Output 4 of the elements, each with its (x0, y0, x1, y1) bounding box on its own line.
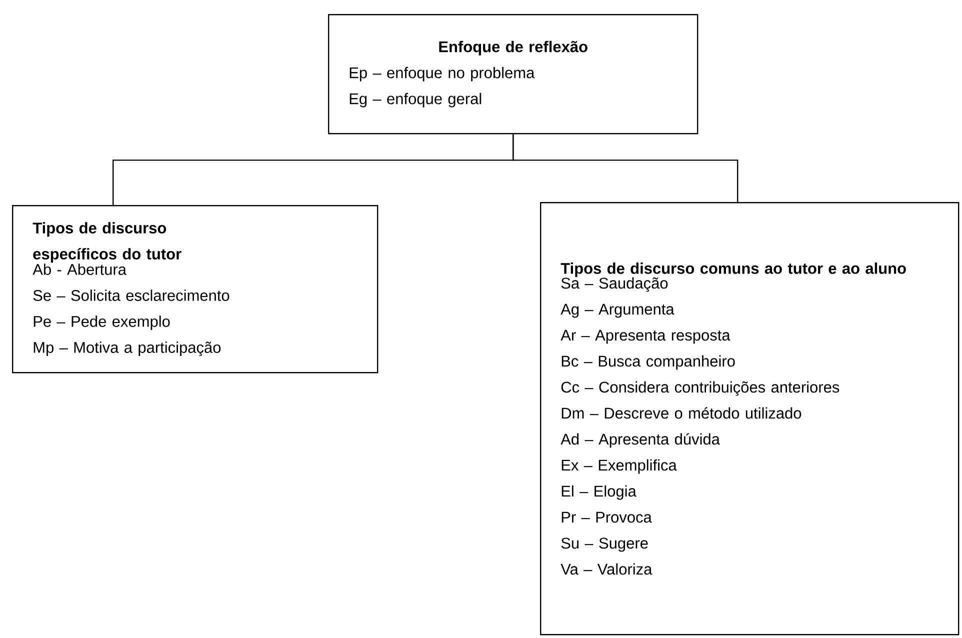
connector-line (512, 134, 738, 202)
category-box: Tipos de discurso comuns ao tutor e ao aluno Sa – Saudação Ag – Argumenta Ar – Apresenta resposta Bc – Busca companheiro Cc – Considera contribuições anteriores Dm – Descreve o método utilizado Ad – Apresenta dúvida Ex – Exemplifica El – Elogia Pr – Provoca Su – Sugere Va – Valoriza (540, 202, 960, 636)
category-box: Tipos de discurso específicos do tutor Ab - Abertura Se – Solicita esclarecimento Pe – Pede exemplo Mp – Motiva a participação (12, 205, 378, 374)
category-box: Enfoque de reflexão Ep – enfoque no problema Eg – enfoque geral (328, 14, 698, 134)
